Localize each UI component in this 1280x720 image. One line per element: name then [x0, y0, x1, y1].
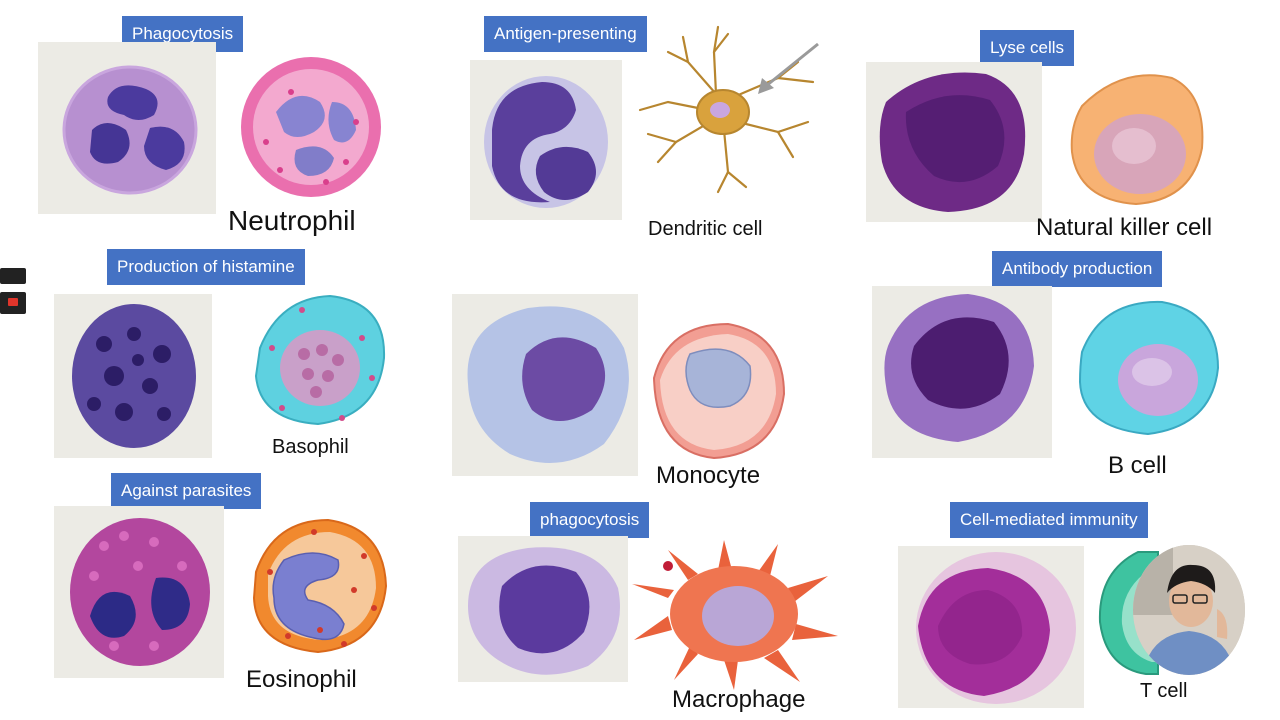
tcell-micrograph-art — [916, 552, 1076, 704]
neutrophil-illustration — [241, 57, 381, 197]
record-stop-button[interactable] — [0, 292, 26, 314]
bcell-name: B cell — [1108, 452, 1167, 479]
label-lyse-cells: Lyse cells — [980, 30, 1075, 66]
bcell-micrograph — [872, 286, 1052, 458]
label-antibody: Antibody production — [992, 251, 1163, 287]
dendritic-micrograph-art — [484, 76, 608, 208]
label-antigen-presenting: Antigen-presenting — [484, 16, 647, 52]
eosinophil-micrograph — [54, 506, 224, 678]
monocyte-illustration — [652, 322, 786, 460]
pointer-arrow-head — [758, 78, 774, 94]
dendritic-name: Dendritic cell — [648, 218, 763, 240]
monocyte-micrograph-art — [467, 306, 629, 463]
bcell-illustration — [1078, 300, 1220, 436]
eosinophil-illustration — [252, 518, 388, 654]
label-cell-mediated: Cell-mediated immunity — [950, 502, 1148, 538]
monocyte-name: Monocyte — [656, 462, 761, 489]
tcell-name: T cell — [1140, 680, 1188, 702]
label-histamine: Production of histamine — [107, 249, 305, 285]
monocyte-micrograph — [452, 294, 638, 476]
macrophage-micrograph — [458, 536, 628, 682]
tcell-micrograph — [898, 546, 1084, 708]
ingested-particle — [663, 561, 673, 571]
recording-control[interactable] — [0, 268, 26, 284]
bcell-micrograph-art — [884, 294, 1034, 442]
label-parasites: Against parasites — [111, 473, 262, 509]
basophil-micrograph-art — [72, 304, 196, 448]
presenter-art — [1133, 545, 1245, 675]
eosinophil-name: Eosinophil — [246, 666, 357, 693]
macrophage-name: Macrophage — [672, 686, 806, 713]
label-phagocytosis-2: phagocytosis — [530, 502, 650, 538]
neutrophil-micrograph — [38, 42, 216, 214]
basophil-name: Basophil — [272, 436, 349, 458]
neutrophil-name: Neutrophil — [228, 205, 356, 236]
neutrophil-micrograph-art — [62, 65, 198, 195]
dendritic-illustration — [638, 25, 819, 194]
macrophage-micrograph-art — [468, 547, 620, 675]
basophil-illustration — [254, 294, 386, 426]
nk-micrograph-art — [879, 72, 1026, 212]
nk-micrograph — [866, 62, 1042, 222]
record-icon — [8, 298, 18, 306]
nk-name: Natural killer cell — [1036, 214, 1213, 241]
dendritic-micrograph — [470, 60, 622, 220]
basophil-micrograph — [54, 294, 212, 458]
macrophage-illustration — [632, 540, 838, 690]
nk-illustration — [1070, 74, 1204, 206]
eosinophil-micrograph-art — [70, 518, 210, 666]
pointer-arrow-line — [765, 42, 819, 88]
presenter-webcam — [1133, 545, 1245, 675]
